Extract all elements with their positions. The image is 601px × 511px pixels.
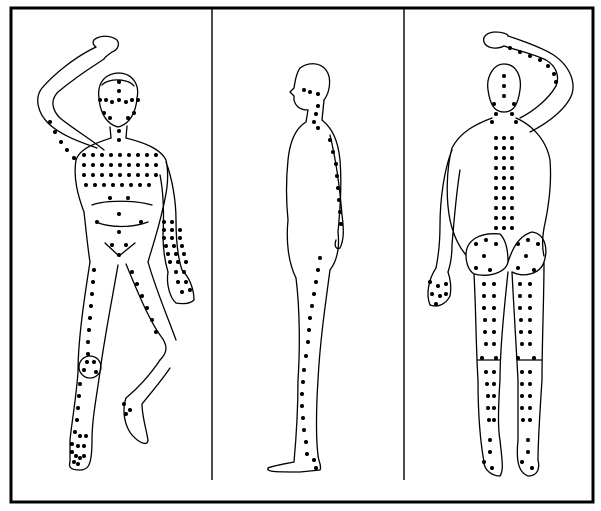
outer-frame bbox=[11, 8, 593, 502]
